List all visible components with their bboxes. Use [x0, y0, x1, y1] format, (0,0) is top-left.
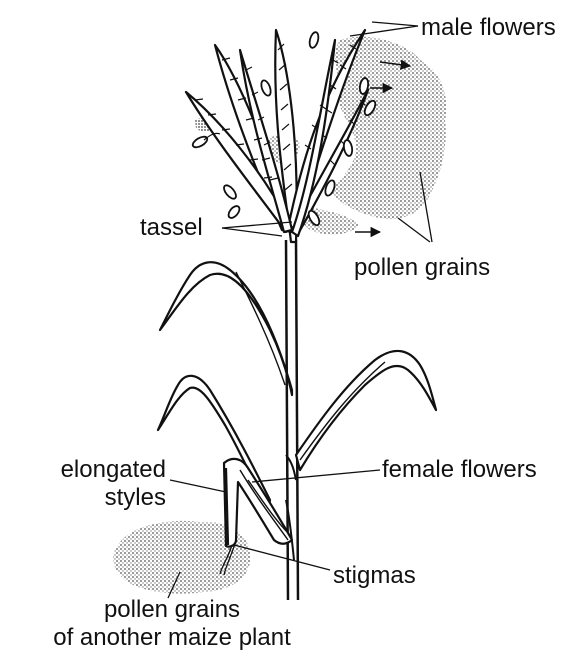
leaf-lower-right [296, 351, 436, 470]
label-tassel: tassel [140, 214, 203, 242]
label-female-flowers: female flowers [382, 456, 537, 484]
label-elongated-styles: elongated styles [6, 456, 166, 511]
label-male-flowers: male flowers [421, 14, 556, 42]
leaf-upper-left [160, 262, 292, 395]
label-pollen-other-plant: pollen grains of another maize plant [2, 596, 342, 651]
ear-husk [224, 459, 292, 547]
label-stigmas: stigmas [333, 562, 416, 590]
label-pollen-grains: pollen grains [354, 254, 490, 282]
